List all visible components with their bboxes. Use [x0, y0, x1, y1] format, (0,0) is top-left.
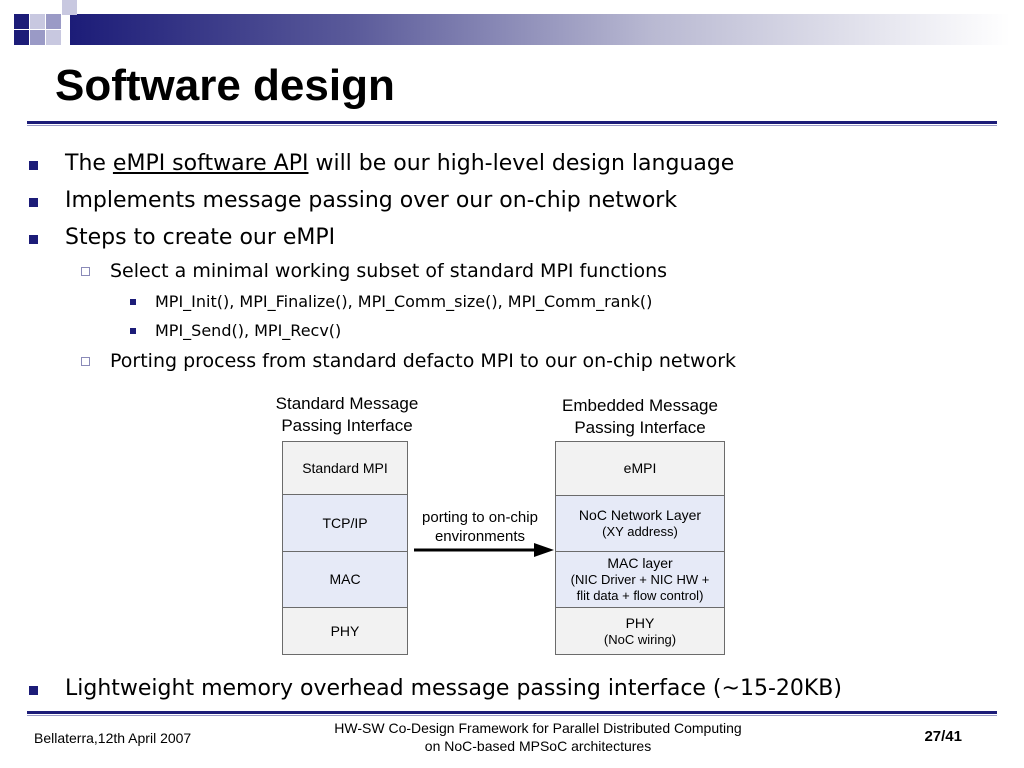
layer-sublabel: (XY address) [602, 524, 678, 539]
sub-bullet-marker [81, 267, 90, 276]
layer-standard-mpi: Standard MPI [282, 441, 408, 495]
corner-square [30, 14, 45, 29]
corner-square [14, 30, 29, 45]
arrow-label-line: environments [434, 528, 526, 545]
porting-arrow-icon [414, 543, 554, 557]
bullet-empi-api: The eMPI software API will be our high-l… [65, 150, 734, 178]
sub-sub-bullet-marker [130, 328, 136, 334]
bullet-text: will be our high-level design language [308, 151, 735, 176]
bullet-marker [29, 161, 38, 170]
sub-bullet-select-subset: Select a minimal working subset of stand… [110, 260, 668, 282]
left-stack-title: Standard Message Passing Interface [232, 393, 462, 437]
footer-location-date: Bellaterra,12th April 2007 [34, 730, 192, 746]
arrow-label: porting to on-chip environments [407, 508, 553, 546]
corner-square [30, 30, 45, 45]
footer-presentation-title: HW-SW Co-Design Framework for Parallel D… [320, 719, 756, 755]
page-title: Software design [55, 61, 395, 110]
layer-label: eMPI [623, 460, 657, 476]
right-stack-title-line: Passing Interface [574, 418, 706, 437]
layer-tcp-ip: TCP/IP [282, 494, 408, 552]
corner-square [14, 14, 29, 29]
layer-label: Standard MPI [302, 459, 388, 476]
page-number: 27/41 [924, 728, 962, 745]
corner-square [62, 0, 77, 15]
bullet-steps: Steps to create our eMPI [65, 225, 336, 250]
layer-empi: eMPI [555, 441, 725, 496]
layer-noc-network: NoC Network Layer (XY address) [555, 495, 725, 552]
sub-sub-bullet-functions-1: MPI_Init(), MPI_Finalize(), MPI_Comm_siz… [155, 292, 653, 311]
sub-sub-bullet-marker [130, 299, 136, 305]
layer-label: MAC [329, 571, 361, 587]
right-stack-title-line: Embedded Message [562, 396, 718, 415]
layer-label: PHY [625, 614, 655, 631]
left-stack-title-line: Passing Interface [281, 416, 413, 435]
layer-sublabel: (NoC wiring) [603, 631, 677, 647]
sub-sub-bullet-functions-2: MPI_Send(), MPI_Recv() [155, 321, 342, 340]
footer-divider [27, 711, 997, 714]
bullet-marker [29, 198, 38, 207]
footer-divider-thin [27, 715, 997, 716]
footer-title-line: HW-SW Co-Design Framework for Parallel D… [334, 720, 742, 736]
title-divider [27, 121, 997, 124]
bullet-text: The [65, 151, 113, 176]
layer-sublabel: flit data + flow control) [576, 588, 704, 603]
layer-mac-noc: MAC layer (NIC Driver + NIC HW + flit da… [555, 551, 725, 608]
corner-square [46, 14, 61, 29]
layer-sublabel: (NIC Driver + NIC HW + [570, 572, 710, 587]
sub-bullet-porting: Porting process from standard defacto MP… [110, 350, 737, 372]
corner-square [46, 30, 61, 45]
sub-bullet-marker [81, 357, 90, 366]
title-divider-thin [27, 125, 997, 126]
right-stack-title: Embedded Message Passing Interface [525, 395, 755, 439]
bullet-marker [29, 686, 38, 695]
empi-api-link[interactable]: eMPI software API [112, 151, 309, 176]
layer-label: MAC layer [607, 555, 673, 571]
footer-title-line: on NoC-based MPSoC architectures [424, 738, 652, 754]
layer-mac: MAC [282, 551, 408, 608]
layer-label: PHY [330, 622, 360, 639]
bullet-message-passing: Implements message passing over our on-c… [65, 188, 678, 213]
layer-label: TCP/IP [322, 514, 368, 531]
left-stack-title-line: Standard Message [275, 394, 419, 413]
layer-phy-noc: PHY (NoC wiring) [555, 607, 725, 655]
bullet-marker [29, 235, 38, 244]
layer-phy: PHY [282, 607, 408, 655]
header-gradient-band [70, 14, 1010, 45]
arrow-label-line: porting to on-chip [422, 509, 538, 526]
layer-label: NoC Network Layer [578, 507, 702, 523]
bullet-lightweight: Lightweight memory overhead message pass… [65, 676, 842, 701]
